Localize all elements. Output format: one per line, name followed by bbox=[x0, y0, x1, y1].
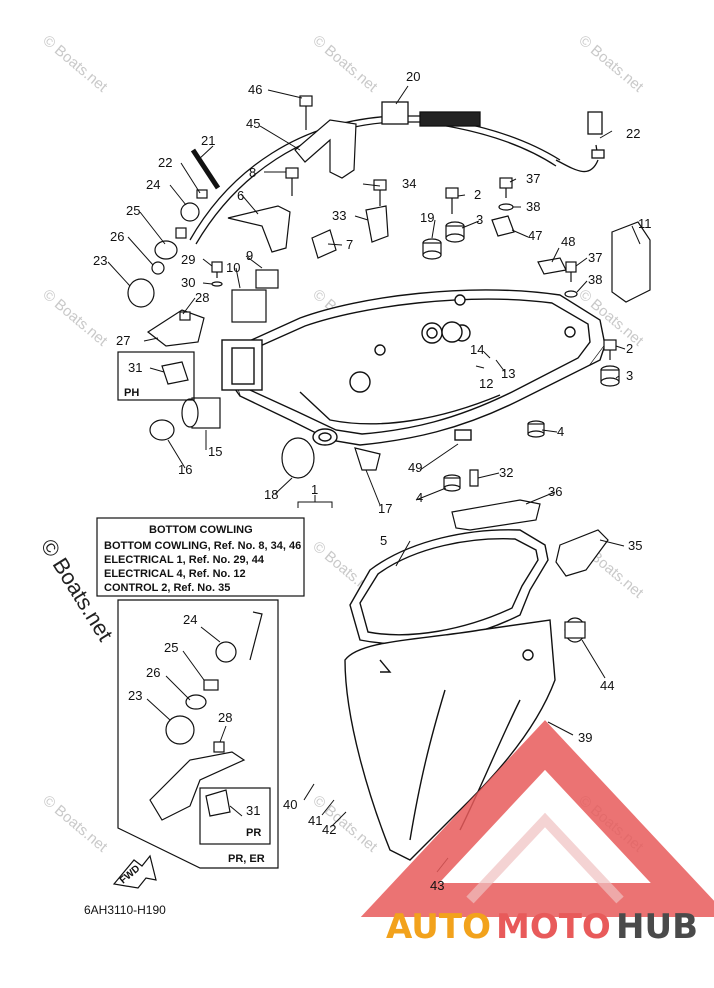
callout-number: 7 bbox=[346, 237, 353, 252]
callout-number: 36 bbox=[548, 484, 562, 499]
info-box-line: ELECTRICAL 1, Ref. No. 29, 44 bbox=[104, 554, 265, 566]
callout-number: 6 bbox=[237, 188, 244, 203]
pr-box bbox=[199, 787, 271, 845]
callout-number: 28 bbox=[218, 710, 232, 725]
callout-number: 26 bbox=[110, 229, 124, 244]
callout-number: 25 bbox=[164, 640, 178, 655]
callout-number: 2 bbox=[474, 187, 481, 202]
callout-number: 30 bbox=[181, 275, 195, 290]
callout-number: 29 bbox=[181, 252, 195, 267]
callout-number: 38 bbox=[526, 199, 540, 214]
callout-number: 13 bbox=[501, 366, 515, 381]
callout-number: 11 bbox=[638, 216, 652, 231]
callout-number: 45 bbox=[246, 116, 260, 131]
callout-number: 49 bbox=[408, 460, 422, 475]
inset-parts bbox=[149, 611, 263, 821]
callout-number: 5 bbox=[380, 533, 387, 548]
callout-number: 17 bbox=[378, 501, 392, 516]
callout-number: 9 bbox=[246, 248, 253, 263]
bottom-cowling-tray bbox=[221, 289, 606, 446]
callout-number: 24 bbox=[183, 612, 197, 627]
callout-number: 43 bbox=[430, 878, 444, 893]
callout-number: 44 bbox=[600, 678, 614, 693]
callout-number: 15 bbox=[208, 444, 222, 459]
pr-label: PR bbox=[246, 827, 261, 839]
callout-number: 46 bbox=[248, 82, 262, 97]
callout-number: 23 bbox=[128, 688, 142, 703]
pr-er-label: PR, ER bbox=[228, 853, 265, 865]
info-box-line: ELECTRICAL 4, Ref. No. 12 bbox=[104, 568, 246, 580]
logo-hub: HUB bbox=[616, 907, 698, 947]
callout-number: 33 bbox=[332, 208, 346, 223]
callout-number: 12 bbox=[479, 376, 493, 391]
callout-number: 20 bbox=[406, 69, 420, 84]
lower-cowling bbox=[344, 529, 556, 861]
callout-number: 27 bbox=[116, 333, 130, 348]
callout-number: 35 bbox=[628, 538, 642, 553]
info-box-line: CONTROL 2, Ref. No. 35 bbox=[104, 582, 230, 594]
cable-assembly bbox=[189, 101, 605, 245]
diagram-code: 6AH3110-H190 bbox=[84, 903, 166, 917]
info-box-title: BOTTOM COWLING bbox=[149, 524, 253, 536]
callout-number: 26 bbox=[146, 665, 160, 680]
watermark: © Boats.net bbox=[39, 792, 111, 856]
callout-number: 24 bbox=[146, 177, 160, 192]
watermark: © Boats.net bbox=[39, 32, 111, 96]
callout-number: 32 bbox=[499, 465, 513, 480]
callout-number: 8 bbox=[249, 165, 256, 180]
callout-number: 1 bbox=[311, 482, 318, 497]
callout-number: 48 bbox=[561, 234, 575, 249]
callout-number: 31 bbox=[128, 360, 142, 375]
small-parts bbox=[127, 95, 651, 643]
callout-number: 22 bbox=[158, 155, 172, 170]
ph-label: PH bbox=[124, 387, 139, 399]
callout-number: 37 bbox=[526, 171, 540, 186]
callout-number: 41 bbox=[308, 813, 322, 828]
callout-number: 2 bbox=[626, 341, 633, 356]
info-box-line: BOTTOM COWLING, Ref. No. 8, 34, 46 bbox=[104, 540, 301, 552]
callout-number: 4 bbox=[557, 424, 564, 439]
callout-number: 3 bbox=[476, 212, 483, 227]
callout-number: 38 bbox=[588, 272, 602, 287]
callout-number: 18 bbox=[264, 487, 278, 502]
callout-number: 3 bbox=[626, 368, 633, 383]
callout-number: 22 bbox=[626, 126, 640, 141]
ph-box bbox=[117, 351, 195, 401]
callout-number: 21 bbox=[201, 133, 215, 148]
fwd-arrow-icon: FWD bbox=[112, 854, 157, 889]
info-box bbox=[96, 517, 305, 597]
callout-number: 34 bbox=[402, 176, 416, 191]
callout-layer: 46 20 45 21 22 22 8 34 2 37 24 6 38 25 3… bbox=[93, 69, 652, 893]
callout-number: 19 bbox=[420, 210, 434, 225]
logo-moto: MOTO bbox=[496, 907, 611, 947]
callout-number: 25 bbox=[126, 203, 140, 218]
watermark: © Boats.net bbox=[575, 32, 647, 96]
callout-number: 16 bbox=[178, 462, 192, 477]
callout-number: 42 bbox=[322, 822, 336, 837]
watermark: © Boats.net bbox=[309, 32, 381, 96]
callout-number: 14 bbox=[470, 342, 484, 357]
logo-auto: AUTO bbox=[386, 907, 491, 947]
callout-number: 47 bbox=[528, 228, 542, 243]
callout-number: 40 bbox=[283, 797, 297, 812]
callout-number: 39 bbox=[578, 730, 592, 745]
callout-number: 10 bbox=[226, 260, 240, 275]
inset-panel bbox=[117, 599, 279, 869]
callout-number: 37 bbox=[588, 250, 602, 265]
ref-bracket bbox=[297, 501, 333, 508]
callout-number: 31 bbox=[246, 803, 260, 818]
callout-number: 28 bbox=[195, 290, 209, 305]
callout-number: 4 bbox=[416, 490, 423, 505]
leader-lines bbox=[107, 85, 641, 873]
watermark: © Boats.net bbox=[39, 286, 111, 350]
automotohub-logo: AUTO MOTO HUB bbox=[360, 720, 714, 947]
callout-number: 23 bbox=[93, 253, 107, 268]
